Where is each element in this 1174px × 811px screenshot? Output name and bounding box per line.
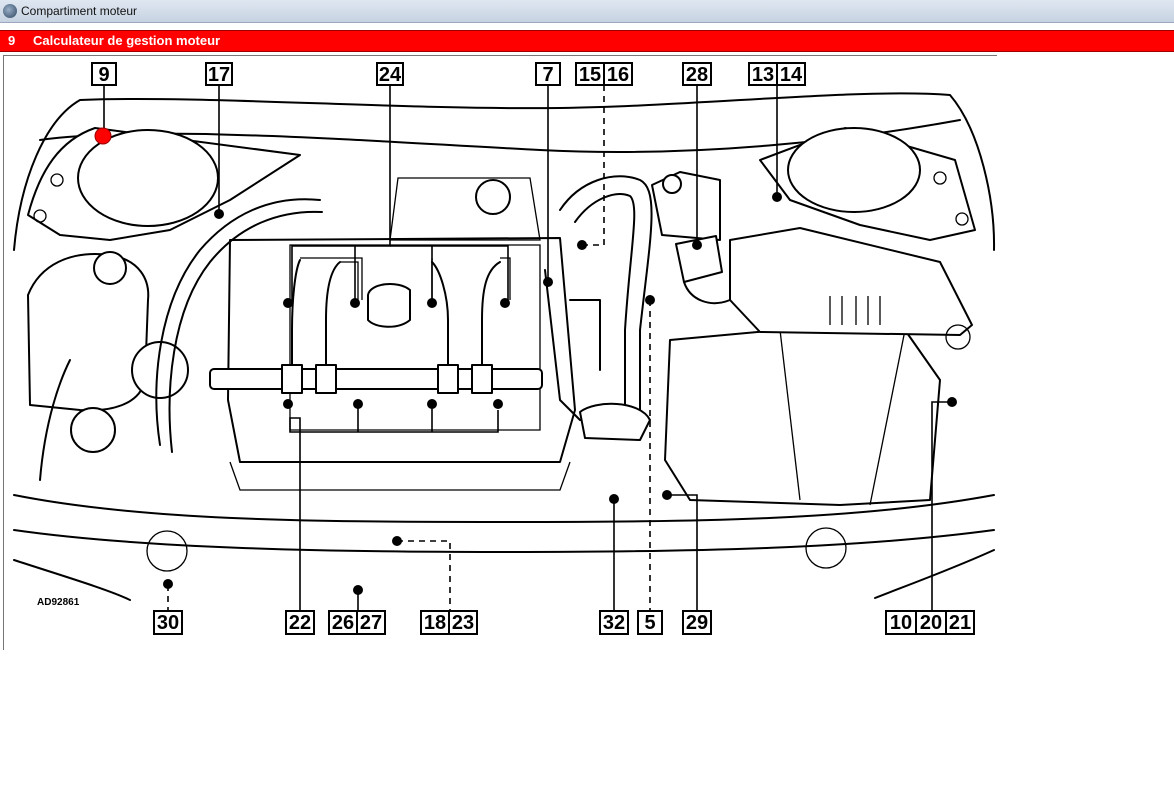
- svg-text:5: 5: [644, 612, 655, 634]
- svg-text:18: 18: [424, 612, 446, 634]
- marker-18-23[interactable]: [392, 536, 402, 546]
- marker-17[interactable]: [214, 209, 224, 219]
- app-icon: [3, 4, 17, 18]
- svg-text:27: 27: [360, 612, 382, 634]
- svg-text:7: 7: [542, 64, 553, 86]
- window-title: Compartiment moteur: [21, 4, 138, 18]
- marker-29[interactable]: [662, 490, 672, 500]
- diagram-frame: [3, 55, 997, 650]
- svg-text:26: 26: [332, 612, 354, 634]
- svg-text:30: 30: [157, 612, 179, 634]
- svg-text:14: 14: [780, 64, 803, 86]
- label-21[interactable]: 21: [945, 610, 975, 635]
- label-13[interactable]: 13: [748, 62, 778, 86]
- component-title: Calculateur de gestion moteur: [33, 33, 221, 48]
- component-number: 9: [8, 33, 16, 48]
- marker-22c[interactable]: [427, 399, 437, 409]
- svg-text:23: 23: [452, 612, 474, 634]
- label-7[interactable]: 7: [535, 62, 561, 86]
- component-header: 9 Calculateur de gestion moteur: [0, 30, 1174, 52]
- marker-10-20-21[interactable]: [947, 397, 957, 407]
- svg-text:21: 21: [949, 612, 971, 634]
- engine-drawing: [13, 92, 996, 601]
- marker-13-14[interactable]: [772, 192, 782, 202]
- marker-24d[interactable]: [500, 298, 510, 308]
- label-17[interactable]: 17: [205, 62, 233, 86]
- marker-22b[interactable]: [353, 399, 363, 409]
- marker-15-16[interactable]: [577, 240, 587, 250]
- label-9[interactable]: 9: [91, 62, 117, 86]
- svg-text:10: 10: [890, 612, 912, 634]
- label-23[interactable]: 23: [448, 610, 478, 635]
- label-18[interactable]: 18: [420, 610, 450, 635]
- marker-5[interactable]: [645, 295, 655, 305]
- label-29[interactable]: 29: [682, 610, 712, 635]
- label-27[interactable]: 27: [356, 610, 386, 635]
- svg-text:20: 20: [920, 612, 942, 634]
- label-20[interactable]: 20: [915, 610, 947, 635]
- marker-7[interactable]: [543, 277, 553, 287]
- highlighted-component-9[interactable]: [94, 127, 112, 145]
- leader-lines: [103, 85, 952, 611]
- svg-text:29: 29: [686, 612, 708, 634]
- svg-text:28: 28: [686, 64, 708, 86]
- label-26[interactable]: 26: [328, 610, 358, 635]
- label-15[interactable]: 15: [575, 62, 605, 86]
- marker-30[interactable]: [163, 579, 173, 589]
- drawing-reference: AD92861: [37, 597, 80, 608]
- marker-24b[interactable]: [350, 298, 360, 308]
- label-24[interactable]: 24: [376, 62, 404, 86]
- marker-24c[interactable]: [427, 298, 437, 308]
- marker-24a[interactable]: [283, 298, 293, 308]
- marker-26-27[interactable]: [353, 585, 363, 595]
- marker-22a[interactable]: [283, 399, 293, 409]
- svg-text:13: 13: [752, 64, 774, 86]
- svg-text:16: 16: [607, 64, 629, 86]
- label-30[interactable]: 30: [153, 610, 183, 635]
- label-32[interactable]: 32: [599, 610, 629, 635]
- label-5[interactable]: 5: [637, 610, 663, 635]
- svg-text:24: 24: [379, 64, 402, 86]
- svg-text:32: 32: [603, 612, 625, 634]
- label-10[interactable]: 10: [885, 610, 917, 635]
- marker-32[interactable]: [609, 494, 619, 504]
- marker-22d[interactable]: [493, 399, 503, 409]
- label-16[interactable]: 16: [603, 62, 633, 86]
- svg-text:22: 22: [289, 612, 311, 634]
- label-28[interactable]: 28: [682, 62, 712, 86]
- marker-28[interactable]: [692, 240, 702, 250]
- svg-text:9: 9: [98, 64, 109, 86]
- label-22[interactable]: 22: [285, 610, 315, 635]
- svg-text:17: 17: [208, 64, 230, 86]
- component-markers: [163, 192, 957, 595]
- svg-text:15: 15: [579, 64, 601, 86]
- window-titlebar: Compartiment moteur: [0, 0, 1174, 23]
- label-14[interactable]: 14: [776, 62, 806, 86]
